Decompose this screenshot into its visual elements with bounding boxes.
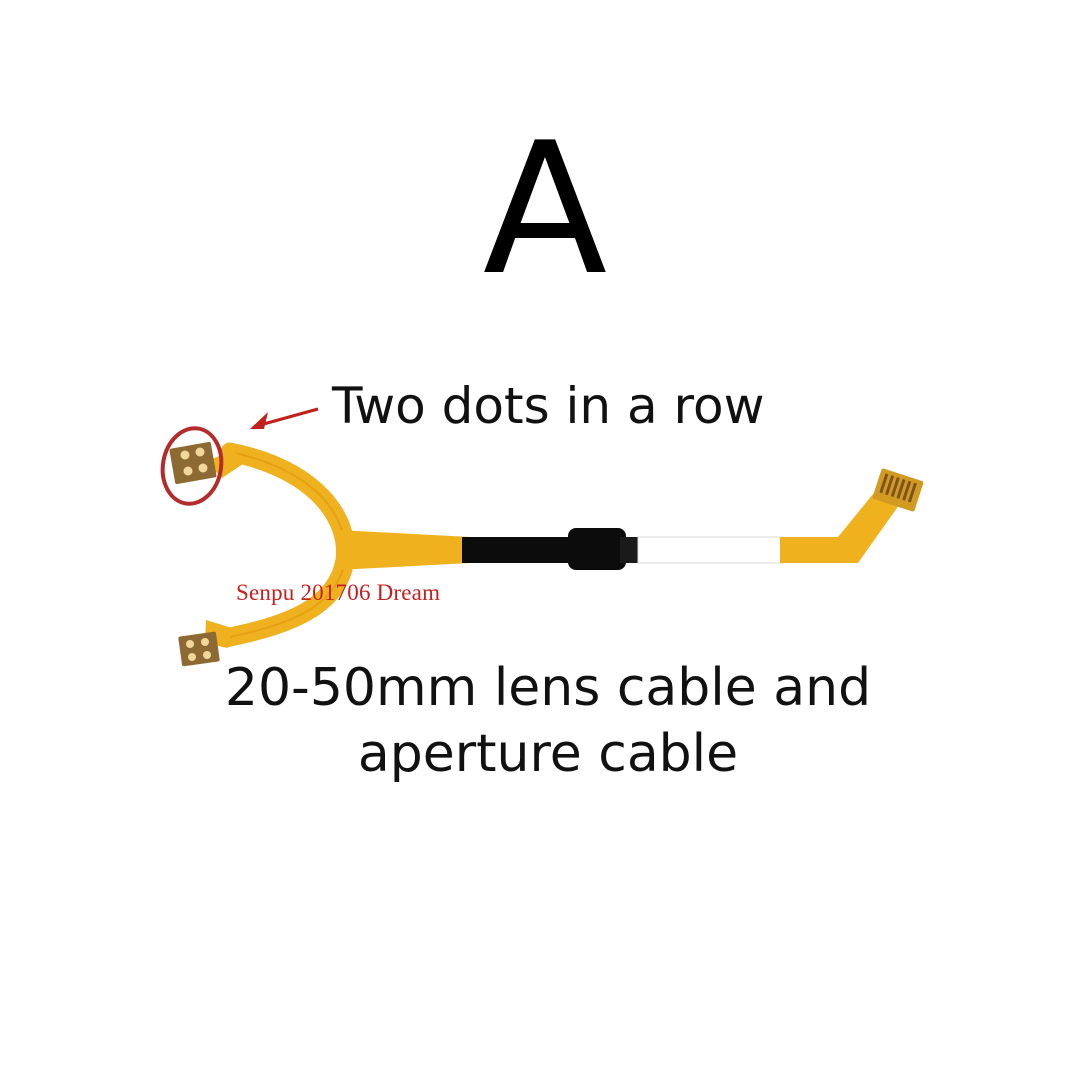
lower-pad-dot (186, 640, 194, 648)
upper-pad-dot (195, 447, 205, 457)
callout-arrow-head (250, 412, 268, 429)
upper-pad-dot (198, 463, 208, 473)
caption-line-1: 20-50mm lens cable and (224, 658, 872, 718)
variant-letter: A (482, 103, 608, 315)
white-sleeve (637, 536, 784, 564)
cable-junction (338, 530, 470, 570)
upper-pad-dot (180, 450, 190, 460)
black-sleeve-bulge (568, 528, 626, 570)
upper-connector-pad (169, 441, 217, 485)
product-caption: 20-50mm lens cable and aperture cable (0, 655, 1080, 787)
callout-arrow-shaft (259, 407, 319, 427)
end-connector-pins (879, 473, 917, 503)
black-sleeve-end (620, 537, 638, 563)
lower-pad-dot (203, 651, 211, 659)
upper-pad-dot (183, 466, 193, 476)
caption-line-2: aperture cable (357, 724, 739, 784)
lower-pad-dot (201, 638, 209, 646)
lower-pad-dot (188, 653, 196, 661)
highlight-circle (160, 426, 224, 506)
watermark: Senpu 201706 Dream (236, 580, 441, 605)
black-sleeve (462, 537, 574, 563)
callout-label: Two dots in a row (332, 377, 765, 435)
upper-tab (206, 450, 246, 478)
right-bend (838, 488, 904, 563)
cable-ring (215, 442, 355, 648)
